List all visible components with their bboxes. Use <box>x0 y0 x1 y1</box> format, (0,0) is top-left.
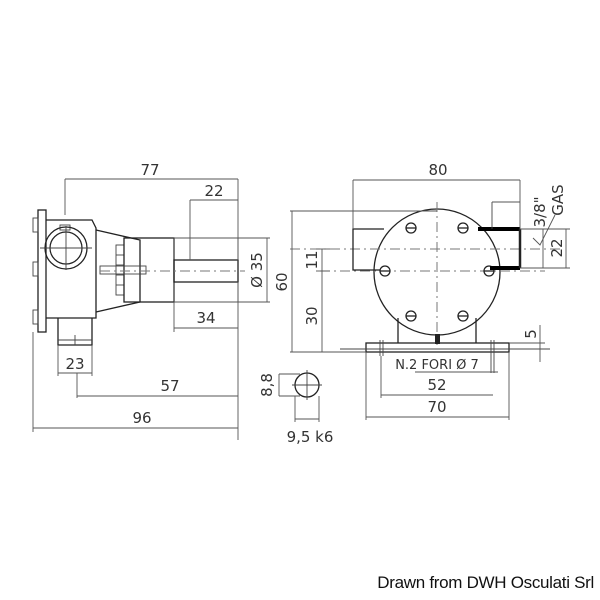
mounting-base <box>365 342 510 353</box>
dim-9-5-k6: 9,5 k6 <box>287 428 334 446</box>
dim-96: 96 <box>132 409 151 427</box>
shaft-detail: 8,8 9,5 k6 <box>258 370 333 446</box>
dim-34: 34 <box>196 309 215 327</box>
thread-label-3-8: 3/8" <box>531 196 549 227</box>
dim-30: 30 <box>303 306 321 325</box>
dim-5: 5 <box>522 329 540 339</box>
front-view: 80 3/8" GAS 22 60 11 30 5 N.2 FORI Ø 7 5… <box>273 161 570 420</box>
dim-60: 60 <box>273 272 291 291</box>
pump-body <box>46 219 97 319</box>
holes-note: N.2 FORI Ø 7 <box>395 358 479 373</box>
dim-23: 23 <box>65 355 84 373</box>
credit-text: Drawn from DWH Osculati Srl <box>377 573 594 592</box>
dim-22-side: 22 <box>204 182 223 200</box>
inlet-port <box>352 228 384 271</box>
dim-8-8: 8,8 <box>258 373 276 397</box>
back-plate <box>37 209 47 333</box>
cover-bolts <box>379 222 495 322</box>
thread-label-gas: GAS <box>549 184 567 215</box>
dim-70: 70 <box>427 398 446 416</box>
dim-80: 80 <box>428 161 447 179</box>
bearing-housing <box>123 237 175 303</box>
dim-diameter-35: Ø 35 <box>248 252 266 288</box>
side-view: 77 22 Ø 35 34 23 57 96 <box>32 161 270 440</box>
dim-57: 57 <box>160 377 179 395</box>
dim-22-front: 22 <box>548 238 566 257</box>
dim-11: 11 <box>303 250 321 269</box>
dim-77: 77 <box>140 161 159 179</box>
dim-52: 52 <box>427 376 446 394</box>
